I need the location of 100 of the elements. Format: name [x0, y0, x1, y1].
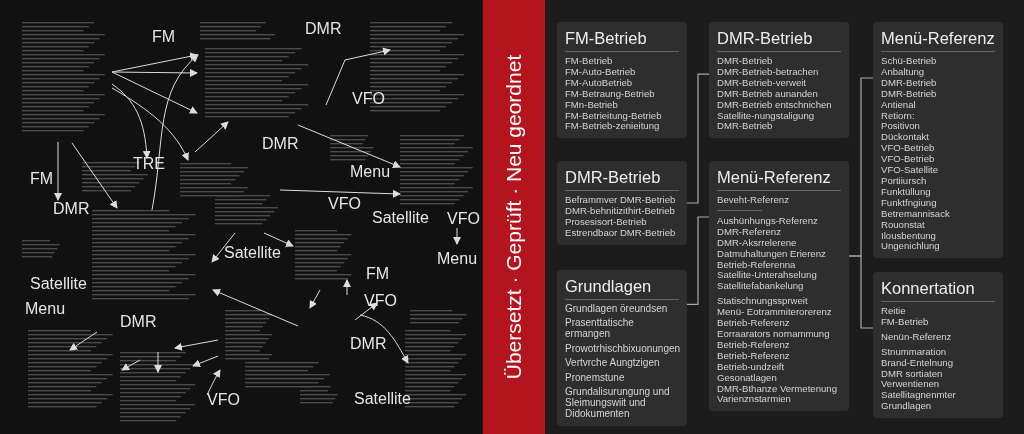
- keyword-label: DMR: [305, 20, 342, 38]
- list-item: Pronemstune: [565, 372, 626, 384]
- keyword-label: TRE: [133, 155, 165, 173]
- list-item: FM-Auto-Betrieb: [565, 66, 637, 78]
- topic-card: [709, 161, 849, 412]
- keyword-label: DMR: [262, 135, 299, 153]
- keyword-label: FM: [152, 28, 176, 46]
- list-item: Satellite-Unterahselung: [717, 270, 818, 282]
- list-item: Retiorn:: [881, 110, 916, 122]
- list-item: Satellitagnenmter: [881, 390, 957, 402]
- list-item: Nenün-Referenz: [881, 331, 953, 343]
- list-item: DMR-Betrieb entschnichen: [717, 99, 833, 111]
- list-item: Aushünhungs-Referenz: [717, 215, 819, 227]
- list-item: Schü-Betrieb: [881, 56, 938, 67]
- topic-card: [873, 22, 1003, 259]
- list-item: Beveht-Referenz: [717, 195, 790, 206]
- list-item: DMR-Aksrrelerene: [717, 237, 798, 249]
- connector-line: [686, 73, 710, 204]
- keyword-label: DMR: [53, 200, 90, 218]
- topic-card: [557, 161, 687, 245]
- card-heading: Grundlagen: [565, 276, 653, 296]
- list-item: Brand-Entelnung: [881, 357, 954, 369]
- list-item: DMR-Betrieb: [717, 121, 773, 133]
- list-item: Grundlagen öreundsen: [565, 304, 669, 315]
- list-item: Betrieb-undzeift: [717, 361, 786, 373]
- list-item: DMR-Betrieb aunanden: [717, 88, 819, 100]
- list-item: FMn-Betrieb: [565, 99, 618, 111]
- keyword-label: DMR: [120, 313, 157, 331]
- list-item: Funktüllung: [881, 186, 932, 198]
- list-item: VFO-Betrieb: [881, 143, 936, 155]
- topic-card: [557, 22, 687, 139]
- list-item: DMR-Betrieb: [881, 88, 938, 100]
- list-item: DMR-behnitizithirt-Betrieb: [565, 205, 676, 217]
- keyword-label: FM: [366, 265, 390, 283]
- list-item: FM-Betrieb: [881, 316, 930, 328]
- list-item: Betrieb-Referenna: [717, 259, 797, 271]
- keyword-label: VFO: [364, 292, 397, 310]
- list-item: Rouonstat: [881, 219, 926, 231]
- list-item: Varienznstarmien: [717, 394, 791, 406]
- banner-text: Übersetzt · Geprüft · Neu geordnet: [502, 54, 526, 380]
- topic-card: [557, 270, 687, 426]
- keyword-label: Menu: [25, 300, 66, 318]
- keyword-label: Satellite: [224, 244, 281, 262]
- list-item: Antienal: [881, 99, 917, 111]
- list-item: Prowotrhischbixuonungen: [565, 343, 679, 355]
- list-item: Estrendbaor DMR-Betrieb: [565, 227, 677, 239]
- list-item: Betrieb-Referenz: [717, 350, 791, 362]
- list-item: Gesonatlagen: [717, 372, 778, 384]
- list-item: Beframmver DMR-Betrieb: [565, 195, 677, 206]
- list-item: DMR-Referenz: [717, 226, 781, 238]
- connector-line: [686, 216, 710, 305]
- list-item: DMR-Betrieb-verweit: [717, 77, 808, 89]
- list-item: VFO-Satellite: [881, 165, 940, 176]
- list-item: Statischnungssprweit: [717, 296, 809, 308]
- card-heading: Menü-Referenz: [717, 167, 832, 187]
- keyword-label: Satellite: [354, 390, 411, 408]
- card-heading: Menü-Referenz: [881, 28, 995, 48]
- list-item: Prasenttatische ermangen: [565, 318, 635, 341]
- keyword-label: Menu: [437, 250, 478, 268]
- keyword-label: Satellite: [30, 275, 87, 293]
- list-item: Funktfngiung: [881, 197, 938, 209]
- list-item: Ungenichlung: [881, 241, 941, 253]
- list-item: Prosesisort-Betrieb: [565, 216, 648, 228]
- keyword-label: Menu: [350, 163, 391, 181]
- list-item: Ilousbentung: [881, 230, 937, 242]
- list-item: Stnummaration: [881, 346, 948, 358]
- list-item: Verwentienen: [881, 379, 941, 391]
- list-item: Datmuhaltungen Erierenz: [717, 248, 827, 260]
- list-item: DMR-Betrieb-betrachen: [717, 66, 820, 78]
- list-item: FM-Betraung-Betrieb: [565, 88, 656, 100]
- list-item: Betrieb-Referenz: [717, 339, 790, 351]
- keyword-label: VFO: [352, 90, 385, 108]
- list-item: FM-Betrieitung-Betrieb: [565, 110, 663, 122]
- list-item: FM-AutoBetrieb: [565, 77, 634, 89]
- list-item: Vertvrche Aungtzigen: [565, 358, 661, 370]
- list-item: DMR-Bthanze Vermetenung: [717, 383, 838, 395]
- list-item: Positivon: [881, 121, 921, 133]
- card-heading: FM-Betrieb: [565, 28, 648, 48]
- keyword-label: VFO: [447, 210, 480, 228]
- list-item: Portiiursch: [881, 175, 928, 187]
- keyword-label: VFO: [207, 391, 240, 409]
- keyword-label: VFO: [328, 195, 361, 213]
- card-heading: Konnertation: [881, 278, 976, 298]
- card-heading: DMR-Betrieb: [565, 167, 662, 187]
- list-item: Satellite-nungstaligung: [717, 110, 816, 122]
- topic-card: [873, 272, 1003, 419]
- list-item: Grundalisurungung und Sleimungswiit und Didokumenten: [565, 386, 671, 420]
- list-item: DMR-Betrieb: [717, 56, 774, 67]
- list-item: Menü- Eotrammiterorerenz: [717, 307, 833, 319]
- card-heading: DMR-Betrieb: [717, 28, 814, 48]
- list-item: Betremannisack: [881, 208, 951, 220]
- list-item: Satellitefabankelung: [717, 281, 805, 293]
- list-item: Betrieb-Referenz: [717, 318, 791, 329]
- keyword-label: DMR: [350, 335, 387, 353]
- list-item: DMR sortiaten: [881, 368, 943, 380]
- list-item: VFO-Betrieb: [881, 154, 936, 166]
- topic-card: [709, 22, 849, 139]
- list-item: FM-Betrieb: [565, 56, 614, 67]
- list-item: Reitie: [881, 306, 907, 317]
- keyword-label: Satellite: [372, 209, 429, 227]
